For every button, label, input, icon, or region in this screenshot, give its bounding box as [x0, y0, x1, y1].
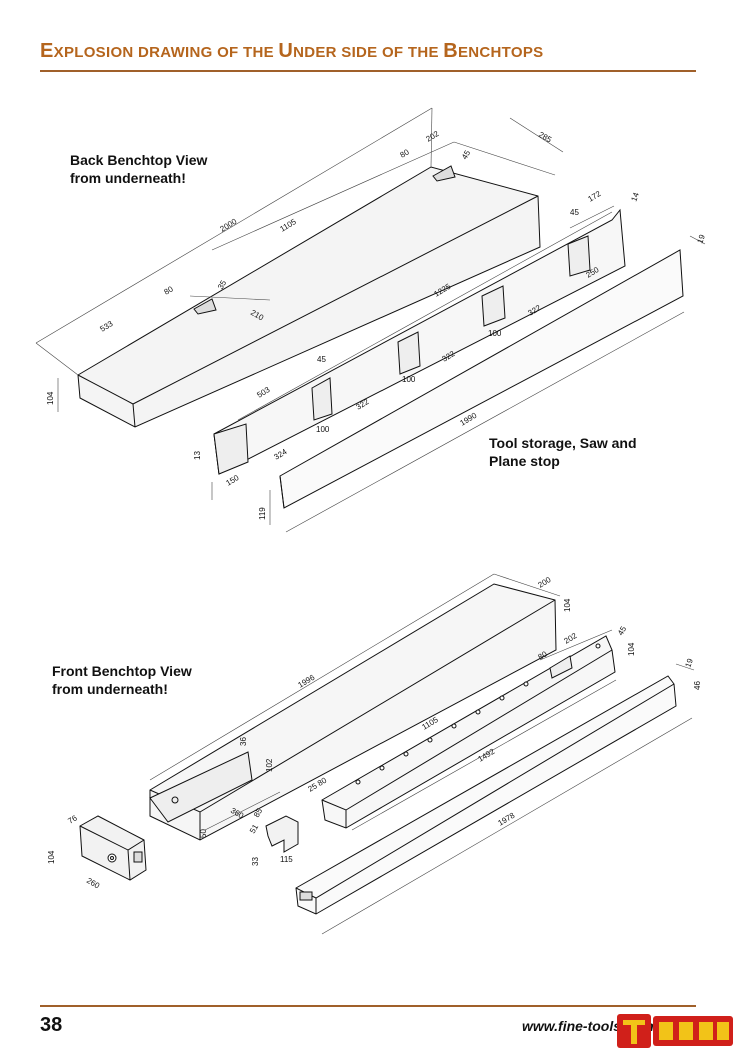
title-initial-2: U — [278, 40, 294, 62]
dim-strip-100c: 100 — [316, 425, 330, 434]
dim-back-285: 285 — [537, 130, 554, 145]
dim-saw-19: 19 — [695, 233, 707, 245]
dim-back-1105: 1105 — [278, 217, 298, 234]
dim-strip-172: 172 — [586, 189, 603, 204]
dim-strip-503: 503 — [255, 385, 272, 400]
tool-storage-label-line2: Plane stop — [489, 453, 560, 469]
title-rest-3: ENCHTOPS — [457, 44, 544, 61]
dim-strip-100a: 100 — [488, 329, 502, 338]
front-stop-strip: 1978 19 46 — [295, 657, 702, 935]
dim-strip-13: 13 — [193, 451, 202, 460]
dim-front-102: 102 — [265, 758, 274, 772]
dim-strip-150: 150 — [224, 473, 241, 488]
dim-front-36: 36 — [239, 737, 248, 746]
dim-front-104: 104 — [563, 598, 572, 612]
page-title: EXPLOSION DRAWING OF THE UNDER SIDE OF T… — [40, 40, 700, 63]
dim-fstrip-202: 202 — [562, 631, 579, 646]
title-initial-3: B — [443, 40, 458, 62]
title-rest-1: XPLOSION DRAWING OF THE — [53, 44, 279, 61]
dim-sblock-76: 76 — [66, 813, 79, 826]
dim-back-80a: 80 — [398, 147, 411, 160]
front-benchtop-label: Front Benchtop View from underneath! — [52, 662, 192, 698]
tool-storage-label: Tool storage, Saw and Plane stop — [489, 434, 637, 470]
title-rest-2: NDER SIDE OF THE — [293, 44, 444, 61]
back-mortise-bottom — [193, 298, 217, 315]
back-benchtop-label-line1: Back Benchtop View — [70, 152, 208, 168]
back-benchtop-label: Back Benchtop View from underneath! — [70, 151, 207, 187]
dim-strip-324: 324 — [272, 447, 289, 462]
dim-strip-45a: 45 — [570, 208, 579, 217]
title-initial-1: E — [40, 40, 54, 62]
front-benchtop-block: 1996 200 104 36 102 360 50 — [149, 573, 572, 841]
dim-back-533: 533 — [98, 319, 115, 334]
dim-spiece-115: 115 — [280, 855, 293, 864]
back-benchtop-block: 533 2000 1105 80 202 45 285 80 35 210 10… — [35, 107, 564, 428]
header-rule — [40, 70, 696, 72]
watermark-logo-icon — [617, 1014, 733, 1048]
dim-sblock-260: 260 — [85, 876, 102, 891]
back-mortise-top — [432, 165, 456, 182]
small-end-block: 76 104 260 — [47, 813, 147, 891]
dim-back-45: 45 — [460, 148, 473, 161]
dim-strip-45b: 45 — [317, 355, 326, 364]
dim-fstop-46: 46 — [693, 681, 702, 690]
dim-spiece-33: 33 — [251, 857, 260, 866]
dim-back-80b: 80 — [162, 284, 175, 297]
dim-fstop-1978: 1978 — [496, 811, 516, 828]
dim-sblock-104: 104 — [47, 850, 56, 864]
dim-spiece-51: 51 — [248, 822, 261, 835]
dim-front-200: 200 — [536, 575, 553, 590]
dim-fstrip-104: 104 — [627, 642, 636, 656]
tool-storage-label-line1: Tool storage, Saw and — [489, 435, 637, 451]
front-benchtop-label-line1: Front Benchtop View — [52, 663, 192, 679]
dim-front-50: 50 — [199, 829, 208, 838]
dim-back-2000: 2000 — [218, 217, 238, 234]
explosion-drawing: 533 2000 1105 80 202 45 285 80 35 210 10… — [35, 107, 707, 935]
dim-strip-14: 14 — [629, 191, 641, 203]
dim-back-104: 104 — [46, 391, 55, 405]
dim-front-1996: 1996 — [296, 673, 316, 690]
footer-rule — [40, 1005, 696, 1007]
dim-fstrip-45: 45 — [616, 624, 629, 637]
dim-saw-119: 119 — [258, 507, 267, 520]
page-number: 38 — [40, 1014, 63, 1036]
dim-fstop-19: 19 — [683, 657, 695, 669]
dim-strip-100b: 100 — [402, 375, 416, 384]
small-stepped-piece: 85 51 115 33 — [248, 806, 299, 866]
back-benchtop-label-line2: from underneath! — [70, 170, 186, 186]
dim-back-202: 202 — [424, 129, 441, 144]
front-benchtop-label-line2: from underneath! — [52, 681, 168, 697]
